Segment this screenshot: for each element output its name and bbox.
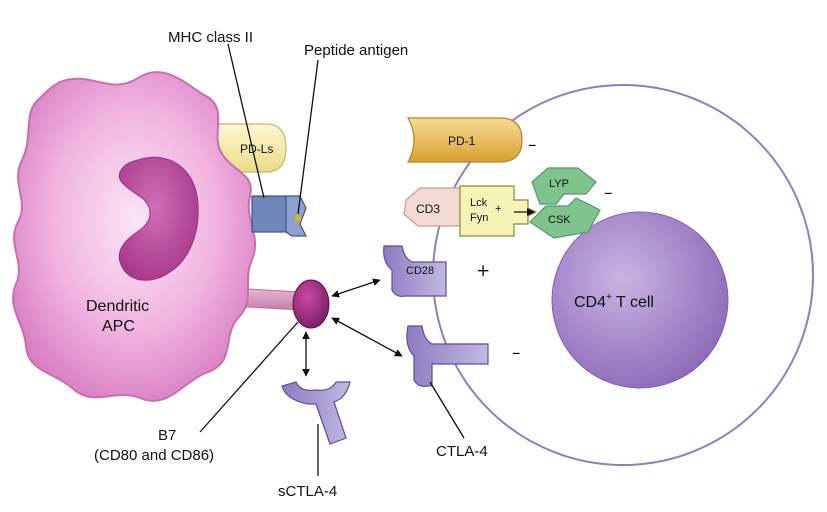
ctla4-leader-line [429, 381, 465, 439]
csk-kinase [529, 197, 601, 239]
fyn-label: Fyn [470, 212, 488, 224]
lyp-sign: – [604, 183, 613, 203]
peptide-label: Peptide antigen [304, 42, 408, 59]
dendritic-label: Dendritic [86, 298, 149, 315]
peptide-leader-line [297, 59, 319, 215]
pd-1-label: PD-1 [448, 134, 476, 148]
pd-1-sign: – [528, 135, 537, 155]
t-cell-label: CD4+ T cell [574, 292, 654, 311]
mhc-leader-line [227, 43, 265, 199]
apc-label: APC [102, 318, 135, 335]
sctla4-label: sCTLA-4 [278, 483, 337, 500]
b7-cd28-arrow [331, 278, 381, 298]
lyp-label: LYP [549, 178, 569, 190]
lyp-phosphatase [531, 167, 597, 205]
cd28-sign: + [476, 261, 490, 281]
b7-sub-label: (CD80 and CD86) [94, 447, 214, 464]
ctla4-sign: – [512, 343, 521, 363]
peptide-antigen [294, 214, 302, 222]
b7-label: B7 [158, 427, 176, 444]
sctla4-molecule [281, 381, 351, 445]
ctla4-label: CTLA-4 [436, 443, 488, 460]
b7-ctla4-arrow [331, 317, 403, 357]
ctla4-receptor [406, 325, 489, 387]
b7-molecule [292, 279, 330, 329]
csk-label: CSK [548, 214, 571, 226]
mhc-label: MHC class II [168, 29, 253, 46]
lck-label: Lck [470, 197, 488, 209]
apc-nucleus [118, 156, 199, 281]
mhc-class-ii [251, 195, 287, 233]
cd28-receptor [383, 245, 447, 297]
pd-1-receptor [406, 117, 523, 163]
pd-ls-label: PD-Ls [240, 142, 273, 156]
lck-plus-label: + [495, 203, 501, 215]
t-cell-nucleus [551, 211, 729, 389]
cd3-label: CD3 [416, 202, 440, 216]
b7-leader-line [199, 321, 299, 433]
cd28-label: CD28 [406, 265, 434, 277]
